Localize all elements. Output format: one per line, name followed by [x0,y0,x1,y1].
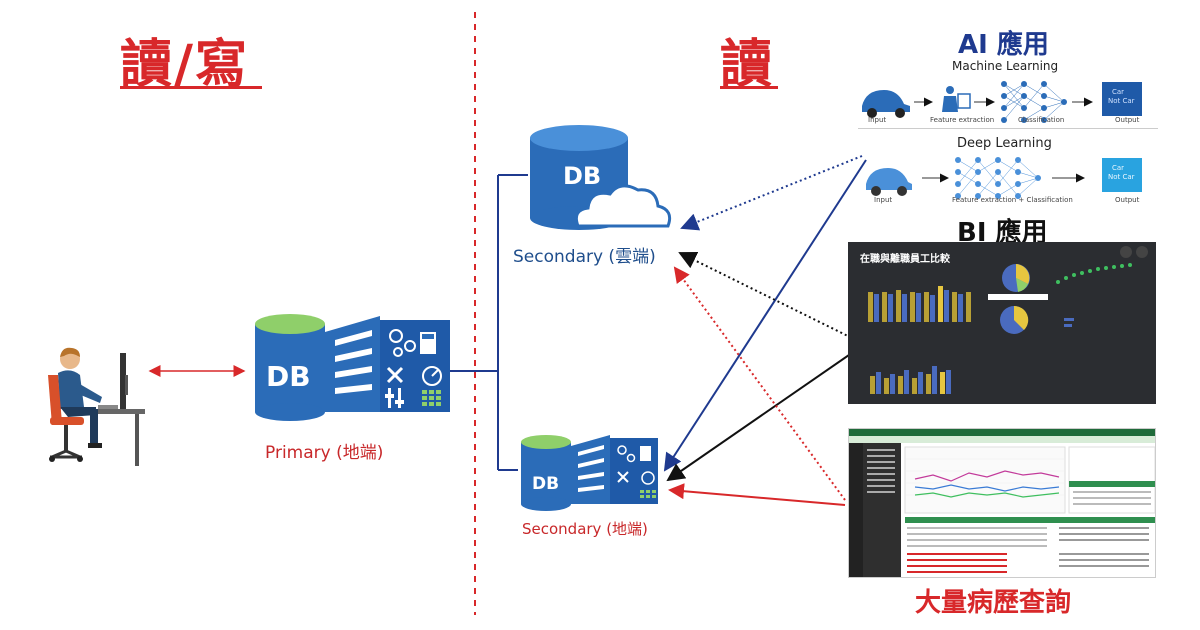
read-underline [720,86,778,89]
ml-pipeline-diagram [862,81,1142,123]
read-heading: 讀 [720,34,775,95]
read-write-underline [120,86,262,89]
cloud-secondary-label: Secondary (雲端) [513,247,656,267]
ml-output-car: Car [1112,88,1125,96]
bi-to-cloud-arrow [678,252,861,343]
bi-dashboard-screenshot: 在職與離職員工比較 [848,242,1156,404]
onprem-secondary-label: Secondary (地端) [522,520,648,538]
dl-title: Deep Learning [957,136,1052,151]
bi-dashboard-title: 在職與離職員工比較 [860,254,950,265]
primary-label: Primary (地端) [265,443,384,463]
dl-step-feature-classification: Feature extraction + Classification [952,196,1073,204]
cloud-db-icon [530,125,672,230]
onprem-db-text: DB [532,474,560,494]
cloud-db-text: DB [563,162,602,190]
his-to-cloud-arrow [673,266,846,501]
bi-dashboard-graphics [868,246,1148,394]
ml-step-feature: Feature extraction [930,116,995,124]
dl-output-notcar: Not Car [1108,173,1135,181]
bi-bar-group-1 [868,286,971,322]
his-graphics [849,429,1155,577]
ai-title: AI 應用 [958,30,1049,60]
read-write-heading: 讀/寫 [120,34,249,95]
bi-bar-group-2 [870,366,951,394]
primary-db-text: DB [266,360,311,393]
dl-step-input: Input [874,196,893,204]
his-to-onprem-arrow [668,483,846,506]
ai-separator [858,128,1158,129]
ai-to-cloud-arrow [680,155,863,231]
ml-step-output: Output [1115,116,1140,124]
replication-bracket [450,174,528,471]
onprem-secondary-db-icon [521,435,658,511]
dl-step-output: Output [1115,196,1140,204]
ml-output-notcar: Not Car [1108,97,1135,105]
dl-output-car: Car [1112,164,1125,172]
primary-db-icon [255,314,450,421]
ml-step-classification: Classification [1018,116,1065,124]
ml-step-input: Input [868,116,887,124]
dl-pipeline-diagram [866,157,1142,199]
ai-to-onprem-arrow [663,159,867,472]
his-caption: 大量病歷查詢 [915,588,1072,618]
his-screenshot [848,428,1156,578]
user-workstation-icon [48,347,145,466]
ml-title: Machine Learning [952,59,1059,73]
bi-to-onprem-arrow [666,345,863,482]
